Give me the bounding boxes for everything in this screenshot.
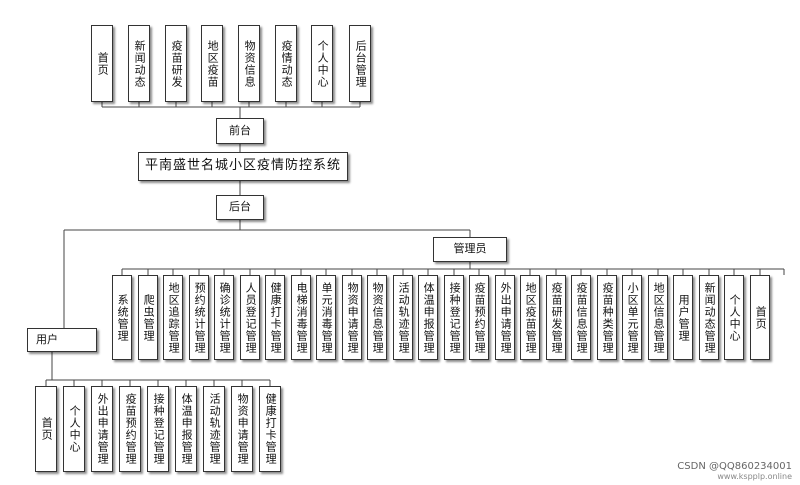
frontend-item-epidemic-news: 疫情动态	[275, 25, 297, 102]
admin-item-region-tracking: 地区追踪管理	[163, 275, 183, 360]
user-item-outing-application: 外出申请管理	[91, 386, 113, 472]
admin-node: 管理员	[433, 237, 507, 262]
user-item-health-checkin: 健康打卡管理	[259, 386, 281, 472]
admin-item-supply-info: 物资信息管理	[367, 275, 387, 360]
frontend-item-home: 首页	[91, 25, 113, 102]
user-item-home: 首页	[35, 386, 57, 472]
watermark-line1: CSDN @QQ860234001	[677, 461, 792, 472]
user-item-personal-center: 个人中心	[63, 386, 85, 472]
admin-item-home: 首页	[750, 275, 770, 360]
admin-item-temperature-report: 体温申报管理	[418, 275, 438, 360]
admin-item-unit-disinfection: 单元消毒管理	[316, 275, 336, 360]
admin-item-vaccine-type: 疫苗种类管理	[597, 275, 617, 360]
frontend-item-personal-center: 个人中心	[311, 25, 333, 102]
watermark: CSDN @QQ860234001 www.kspplp.online	[677, 461, 792, 481]
frontend-item-region-vaccine: 地区疫苗	[201, 25, 223, 102]
admin-item-activity-track: 活动轨迹管理	[393, 275, 413, 360]
admin-item-vaccine-research: 疫苗研发管理	[546, 275, 566, 360]
admin-item-elevator-disinfection: 电梯消毒管理	[291, 275, 311, 360]
frontend-item-supply-info: 物资信息	[238, 25, 260, 102]
admin-item-vaccine-info: 疫苗信息管理	[571, 275, 591, 360]
frontend-item-vaccine-research: 疫苗研发	[165, 25, 187, 102]
user-item-temperature-report: 体温申报管理	[175, 386, 197, 472]
admin-item-vaccination-registration: 接种登记管理	[444, 275, 464, 360]
user-item-supply-application: 物资申请管理	[231, 386, 253, 472]
admin-item-vaccine-appointment: 疫苗预约管理	[469, 275, 489, 360]
admin-item-system: 系统管理	[112, 275, 132, 360]
system-title: 平南盛世名城小区疫情防控系统	[138, 152, 348, 181]
frontend-item-backend-admin: 后台管理	[349, 25, 371, 102]
admin-item-news: 新闻动态管理	[699, 275, 719, 360]
watermark-line2: www.kspplp.online	[717, 472, 792, 481]
user-node: 用户	[27, 328, 97, 352]
admin-item-confirmed-stats: 确诊统计管理	[214, 275, 234, 360]
admin-item-outing-application: 外出申请管理	[495, 275, 515, 360]
admin-item-personal-center: 个人中心	[724, 275, 744, 360]
user-item-vaccine-appointment: 疫苗预约管理	[119, 386, 141, 472]
frontend-node: 前台	[216, 118, 264, 144]
frontend-item-news: 新闻动态	[128, 25, 150, 102]
admin-item-appointment-stats: 预约统计管理	[189, 275, 209, 360]
user-item-vaccination-registration: 接种登记管理	[147, 386, 169, 472]
admin-item-crawler: 爬虫管理	[138, 275, 158, 360]
user-item-activity-track: 活动轨迹管理	[203, 386, 225, 472]
admin-item-supply-application: 物资申请管理	[342, 275, 362, 360]
admin-item-region-vaccine: 地区疫苗管理	[520, 275, 540, 360]
admin-item-health-checkin: 健康打卡管理	[265, 275, 285, 360]
admin-item-community-unit: 小区单元管理	[622, 275, 642, 360]
backend-node: 后台	[216, 195, 264, 220]
admin-item-personnel-registration: 人员登记管理	[240, 275, 260, 360]
admin-item-user: 用户管理	[673, 275, 693, 360]
admin-item-region-info: 地区信息管理	[648, 275, 668, 360]
